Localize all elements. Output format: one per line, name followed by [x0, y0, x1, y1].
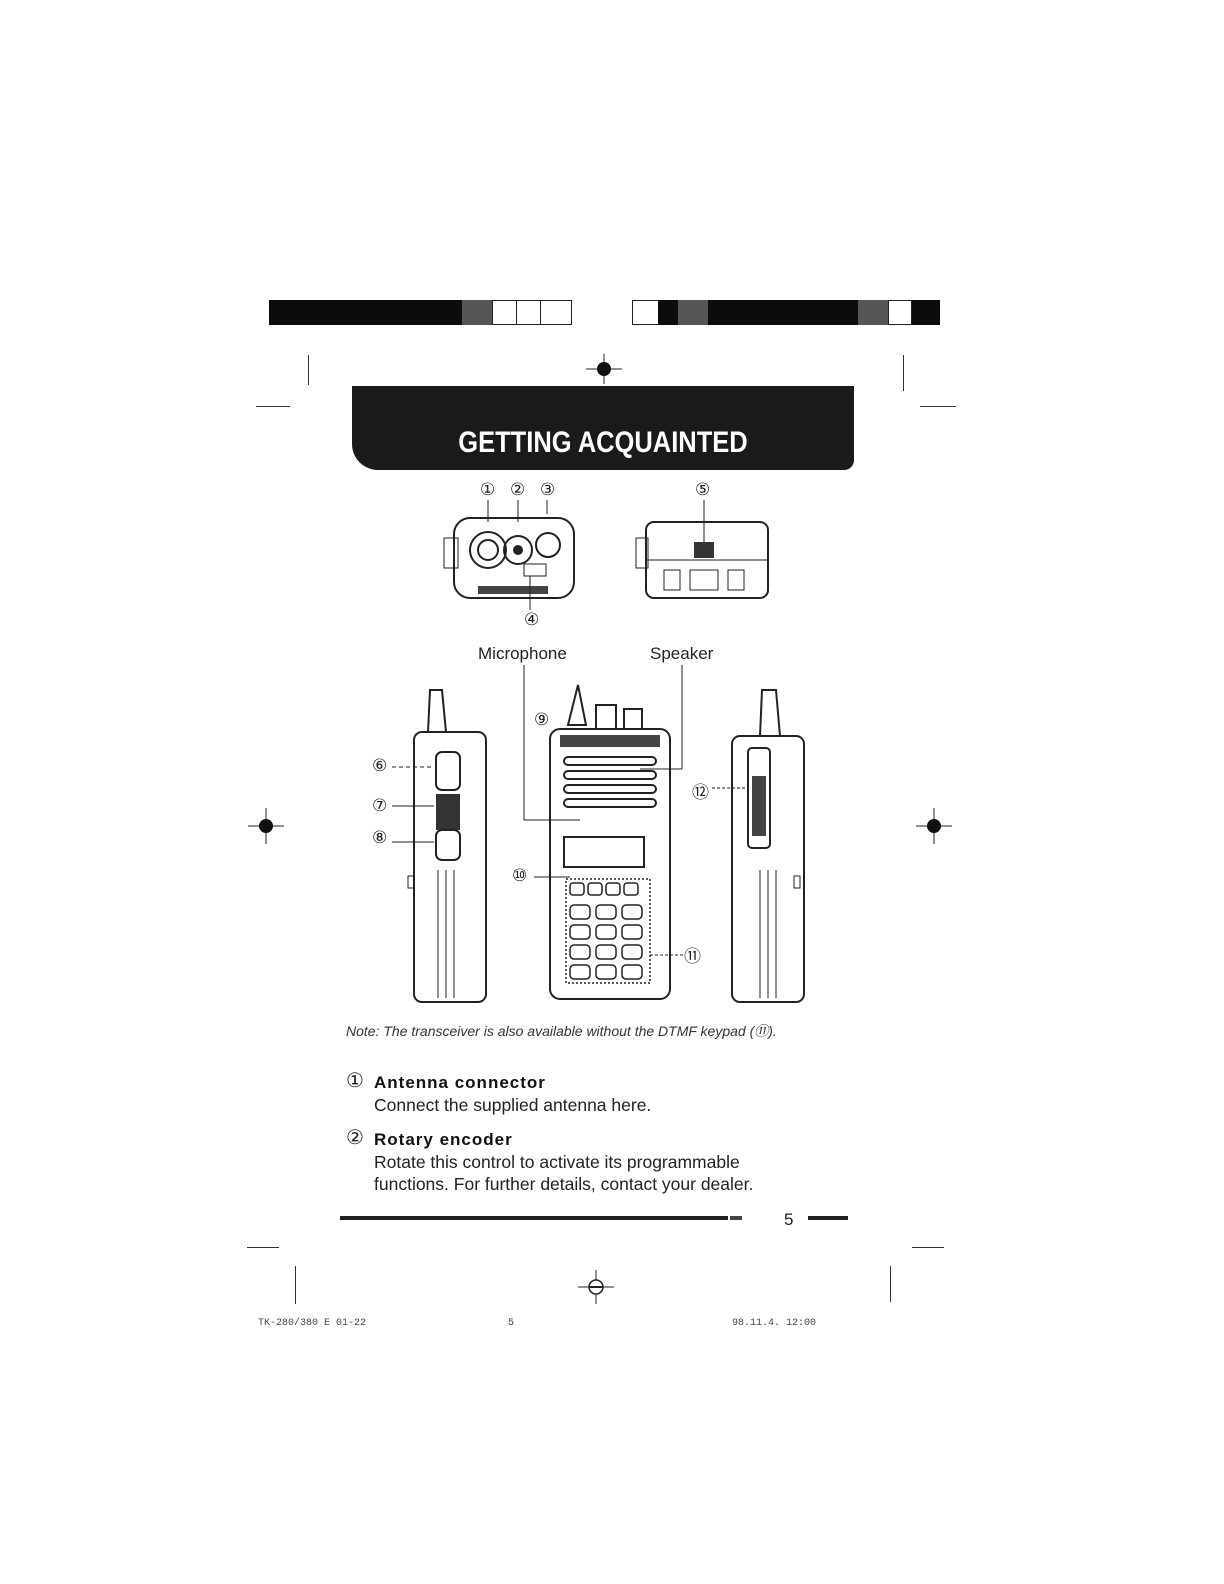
callout-2: ② [510, 480, 526, 500]
registration-target-icon [248, 808, 284, 844]
callout-9: ⑨ [534, 710, 550, 730]
item-body-line: Connect the supplied antenna here. [374, 1095, 652, 1115]
footer-right: 98.11.4. 12:00 [732, 1318, 817, 1329]
radio-bottom-view-illustration [635, 500, 769, 599]
callout-5: ⑤ [695, 480, 711, 500]
radio-top-view-illustration [443, 500, 575, 610]
callout-10: ⑩ [512, 866, 528, 886]
crop-mark [903, 355, 904, 391]
note-text: Note: The transceiver is also available … [346, 1023, 777, 1039]
crop-mark [890, 1266, 891, 1302]
footer-rule [808, 1216, 848, 1220]
crop-mark [912, 1247, 944, 1248]
crop-mark [247, 1247, 279, 1248]
label-microphone: Microphone [478, 644, 567, 663]
registration-target-icon [586, 354, 622, 384]
registration-target-icon [916, 808, 952, 844]
footer-rule [730, 1216, 742, 1220]
item-title: Antenna connector [374, 1073, 546, 1092]
callout-7: ⑦ [372, 796, 388, 816]
radio-left-side-illustration [392, 689, 487, 1003]
section-header: GETTING ACQUAINTED [352, 386, 854, 470]
item-number: ① [346, 1068, 364, 1092]
registration-target-icon [578, 1270, 614, 1304]
section-title: GETTING ACQUAINTED [458, 426, 748, 459]
label-speaker: Speaker [650, 644, 714, 663]
crop-mark [308, 355, 309, 385]
radio-right-side-illustration [712, 689, 805, 1003]
footer-center: 5 [508, 1318, 515, 1329]
item-body-line: Rotate this control to activate its prog… [374, 1152, 740, 1172]
callout-11: ⑪ [684, 947, 701, 967]
footer-rule [340, 1216, 728, 1220]
footer-left: TK-280/380 E 01-22 [258, 1318, 367, 1329]
callout-12: ⑫ [692, 783, 709, 803]
callout-8: ⑧ [372, 828, 388, 848]
crop-mark [920, 406, 956, 407]
radio-front-view-illustration [523, 665, 684, 1000]
callout-4: ④ [524, 610, 540, 630]
callout-3: ③ [540, 480, 556, 500]
item-title: Rotary encoder [374, 1130, 513, 1149]
item-number: ② [346, 1125, 364, 1149]
crop-mark [295, 1266, 296, 1304]
callout-6: ⑥ [372, 756, 388, 776]
callout-1: ① [480, 480, 496, 500]
page-number: 5 [784, 1210, 794, 1229]
crop-mark [256, 406, 290, 407]
item-body-line: functions. For further details, contact … [374, 1174, 754, 1194]
